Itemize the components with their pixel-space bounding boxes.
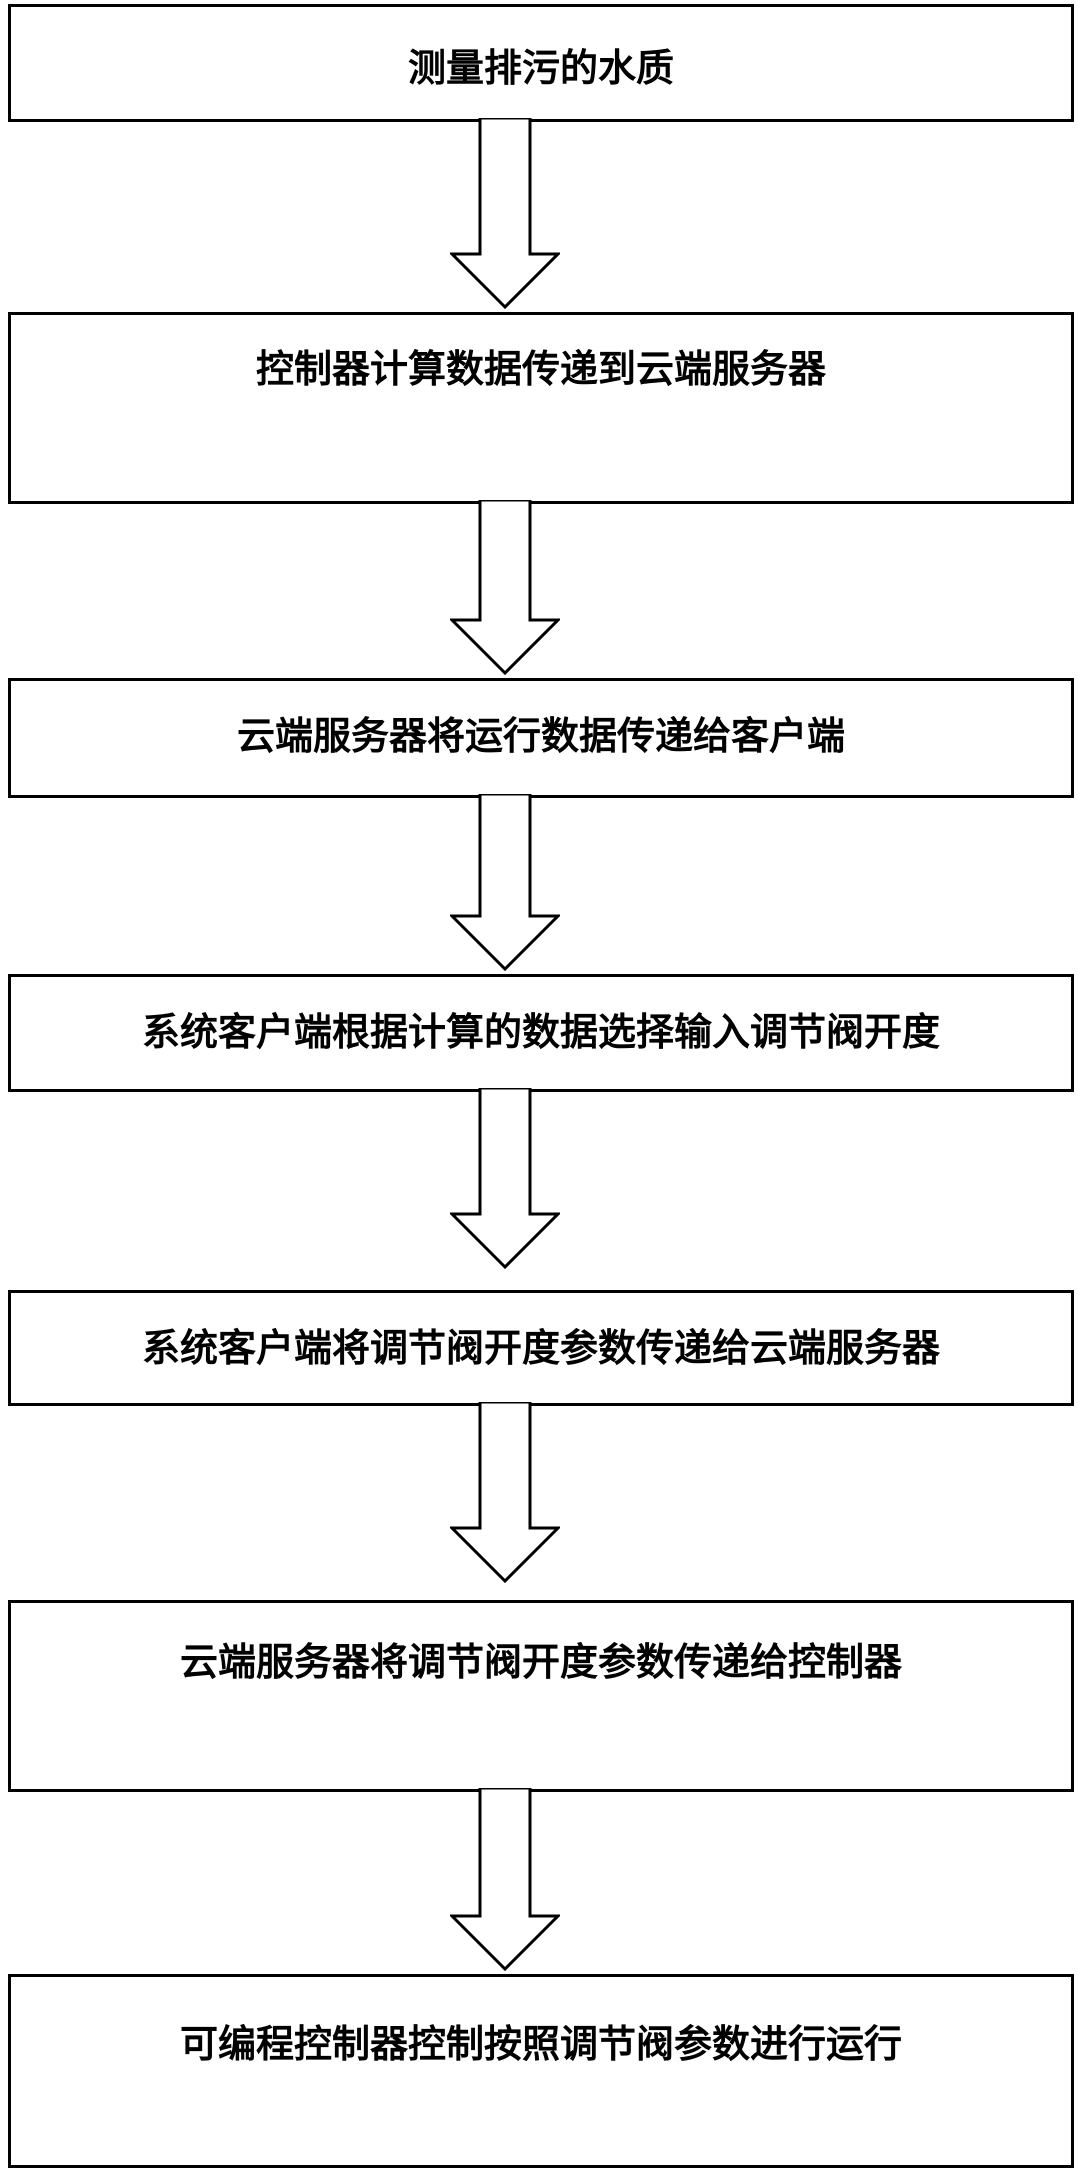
step-box-4: 系统客户端根据计算的数据选择输入调节阀开度 xyxy=(8,974,1074,1092)
step-box-2: 控制器计算数据传递到云端服务器 xyxy=(8,312,1074,504)
down-arrow-icon xyxy=(450,794,560,972)
down-arrow-icon xyxy=(450,118,560,310)
step-label-4: 系统客户端根据计算的数据选择输入调节阀开度 xyxy=(141,1010,940,1054)
down-arrow-icon xyxy=(450,1788,560,1972)
step-label-3: 云端服务器将运行数据传递给客户端 xyxy=(236,714,845,758)
step-label-1: 测量排污的水质 xyxy=(407,46,674,90)
down-arrow-icon xyxy=(450,1402,560,1584)
step-box-7: 可编程控制器控制按照调节阀参数进行运行 xyxy=(8,1974,1074,2168)
step-box-3: 云端服务器将运行数据传递给客户端 xyxy=(8,678,1074,798)
down-arrow-icon xyxy=(450,1088,560,1270)
step-box-1: 测量排污的水质 xyxy=(8,4,1074,122)
down-arrow-icon xyxy=(450,500,560,676)
step-label-6: 云端服务器将调节阀开度参数传递给控制器 xyxy=(179,1640,902,1684)
step-box-5: 系统客户端将调节阀开度参数传递给云端服务器 xyxy=(8,1290,1074,1406)
step-label-2: 控制器计算数据传递到云端服务器 xyxy=(255,347,826,391)
step-label-5: 系统客户端将调节阀开度参数传递给云端服务器 xyxy=(141,1326,940,1370)
step-label-7: 可编程控制器控制按照调节阀参数进行运行 xyxy=(179,2022,902,2066)
step-box-6: 云端服务器将调节阀开度参数传递给控制器 xyxy=(8,1600,1074,1792)
